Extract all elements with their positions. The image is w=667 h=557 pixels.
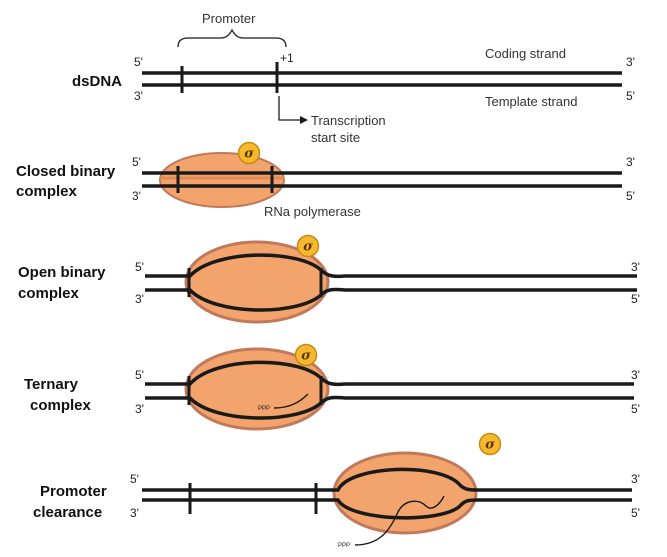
open-bottom-3-end: 3' <box>135 292 144 306</box>
stage-label-open-line-2: complex <box>18 285 80 302</box>
stage-label-ternary-line-1: Ternary <box>24 376 79 393</box>
clearance-bottom-3-end: 3' <box>130 506 139 520</box>
ternary-top-5-end: 5' <box>135 368 144 382</box>
rna-polymerase-label: RNa polymerase <box>264 204 361 219</box>
sigma-symbol: σ <box>244 147 254 162</box>
promoter-brace <box>177 28 287 48</box>
bottom-strand-3-end: 3' <box>134 89 143 103</box>
sigma-factor-icon <box>294 343 318 367</box>
tss-arrow-shaft <box>278 96 301 121</box>
bottom-strand-5-end: 5' <box>626 89 635 103</box>
stage-label-dsdna: dsDNA <box>72 73 122 90</box>
row-closed-binary-complex: Closed binary complex 5' 3' 3' 5' σ RNa … <box>16 141 635 219</box>
coding-strand-label: Coding strand <box>485 46 566 61</box>
stage-label-clearance-line-1: Promoter <box>40 483 107 500</box>
open-top-3-end: 3' <box>631 260 640 274</box>
row-dsdna: dsDNA 5' 3' 3' 5' Promoter +1 Coding str… <box>72 11 635 145</box>
ternary-top-3-end: 3' <box>631 368 640 382</box>
open-top-strand <box>145 253 637 279</box>
tss-label-line-2: start site <box>311 130 360 145</box>
rna-polymerase-clearance <box>332 451 478 535</box>
sigma-factor-icon <box>237 141 261 165</box>
ternary-bottom-3-end: 3' <box>135 402 144 416</box>
clearance-ppp-label: PPP <box>338 543 350 549</box>
stage-label-closed-line-2: complex <box>16 183 78 200</box>
open-top-5-end: 5' <box>135 260 144 274</box>
tss-label-line-1: Transcription <box>311 113 386 128</box>
template-strand-label: Template strand <box>485 94 578 109</box>
open-bottom-strand <box>145 287 637 312</box>
closed-bottom-3-end: 3' <box>132 189 141 203</box>
tss-arrow-head <box>300 116 308 124</box>
ternary-bottom-5-end: 5' <box>631 402 640 416</box>
closed-top-3-end: 3' <box>626 155 635 169</box>
row-ternary-complex: Ternary complex 5' 3' 3' 5' PPP σ <box>24 343 640 431</box>
open-bottom-5-end: 5' <box>631 292 640 306</box>
stage-label-closed-line-1: Closed binary <box>16 163 116 180</box>
row-promoter-clearance: Promoter clearance 5' 3' 3' 5' PPP σ <box>33 432 640 549</box>
closed-bottom-5-end: 5' <box>626 189 635 203</box>
stage-label-open-line-1: Open binary <box>18 264 106 281</box>
clearance-top-5-end: 5' <box>130 472 139 486</box>
ternary-bottom-strand <box>145 395 634 420</box>
promoter-label: Promoter <box>202 11 256 26</box>
ternary-top-strand <box>145 360 634 387</box>
ternary-ppp-label: PPP <box>258 406 270 412</box>
sigma-symbol: σ <box>485 438 495 453</box>
rna-polymerase-open <box>184 240 330 324</box>
nascent-rna-strand <box>273 393 309 409</box>
rna-polymerase-closed <box>159 152 285 208</box>
top-strand-5-end: 5' <box>134 55 143 69</box>
sigma-symbol: σ <box>303 240 313 255</box>
clearance-bottom-5-end: 5' <box>631 506 640 520</box>
row-open-binary-complex: Open binary complex 5' 3' 3' 5' σ <box>18 234 640 324</box>
nascent-rna-strand <box>354 495 445 546</box>
top-strand-3-end: 3' <box>626 55 635 69</box>
clearance-bottom-strand <box>142 498 632 520</box>
sigma-factor-icon <box>296 234 320 258</box>
stage-label-ternary-line-2: complex <box>30 397 92 414</box>
sigma-symbol: σ <box>301 349 311 364</box>
clearance-top-strand <box>142 467 632 492</box>
plus-one-label: +1 <box>280 51 294 65</box>
clearance-top-3-end: 3' <box>631 472 640 486</box>
stage-label-clearance-line-2: clearance <box>33 504 102 521</box>
closed-top-5-end: 5' <box>132 155 141 169</box>
sigma-factor-icon <box>478 432 502 456</box>
